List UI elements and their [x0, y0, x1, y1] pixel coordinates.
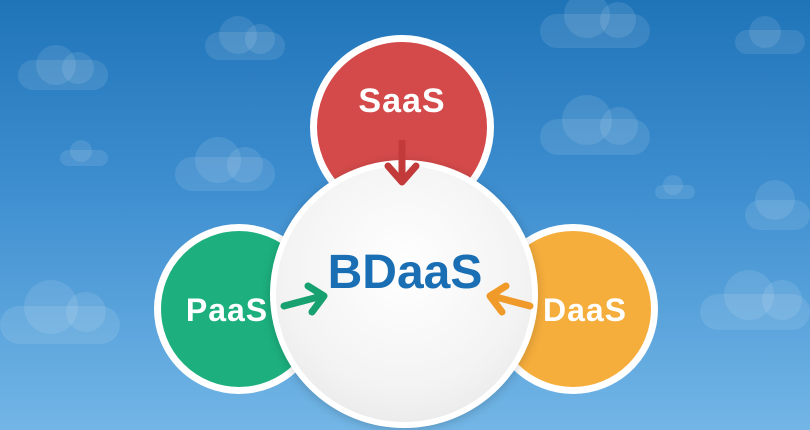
cloud-icon	[205, 14, 285, 60]
daas-label: DaaS	[542, 292, 628, 328]
cloud-icon	[540, 0, 650, 48]
cloud-icon	[60, 140, 108, 166]
paas-label: PaaS	[185, 292, 269, 328]
cloud-icon	[18, 40, 108, 90]
saas-label: SaaS	[358, 82, 446, 120]
cloud-icon	[745, 180, 810, 230]
cloud-icon	[175, 135, 275, 191]
cloud-icon	[700, 270, 810, 330]
cloud-icon	[540, 95, 650, 155]
paas-arrow-icon	[280, 282, 328, 316]
bdaas-label: BDaaS	[327, 246, 483, 299]
cloud-icon	[735, 14, 805, 54]
saas-arrow-icon	[384, 140, 420, 186]
cloud-icon	[655, 175, 695, 199]
daas-arrow-icon	[486, 282, 534, 316]
cloud-icon	[0, 280, 120, 344]
